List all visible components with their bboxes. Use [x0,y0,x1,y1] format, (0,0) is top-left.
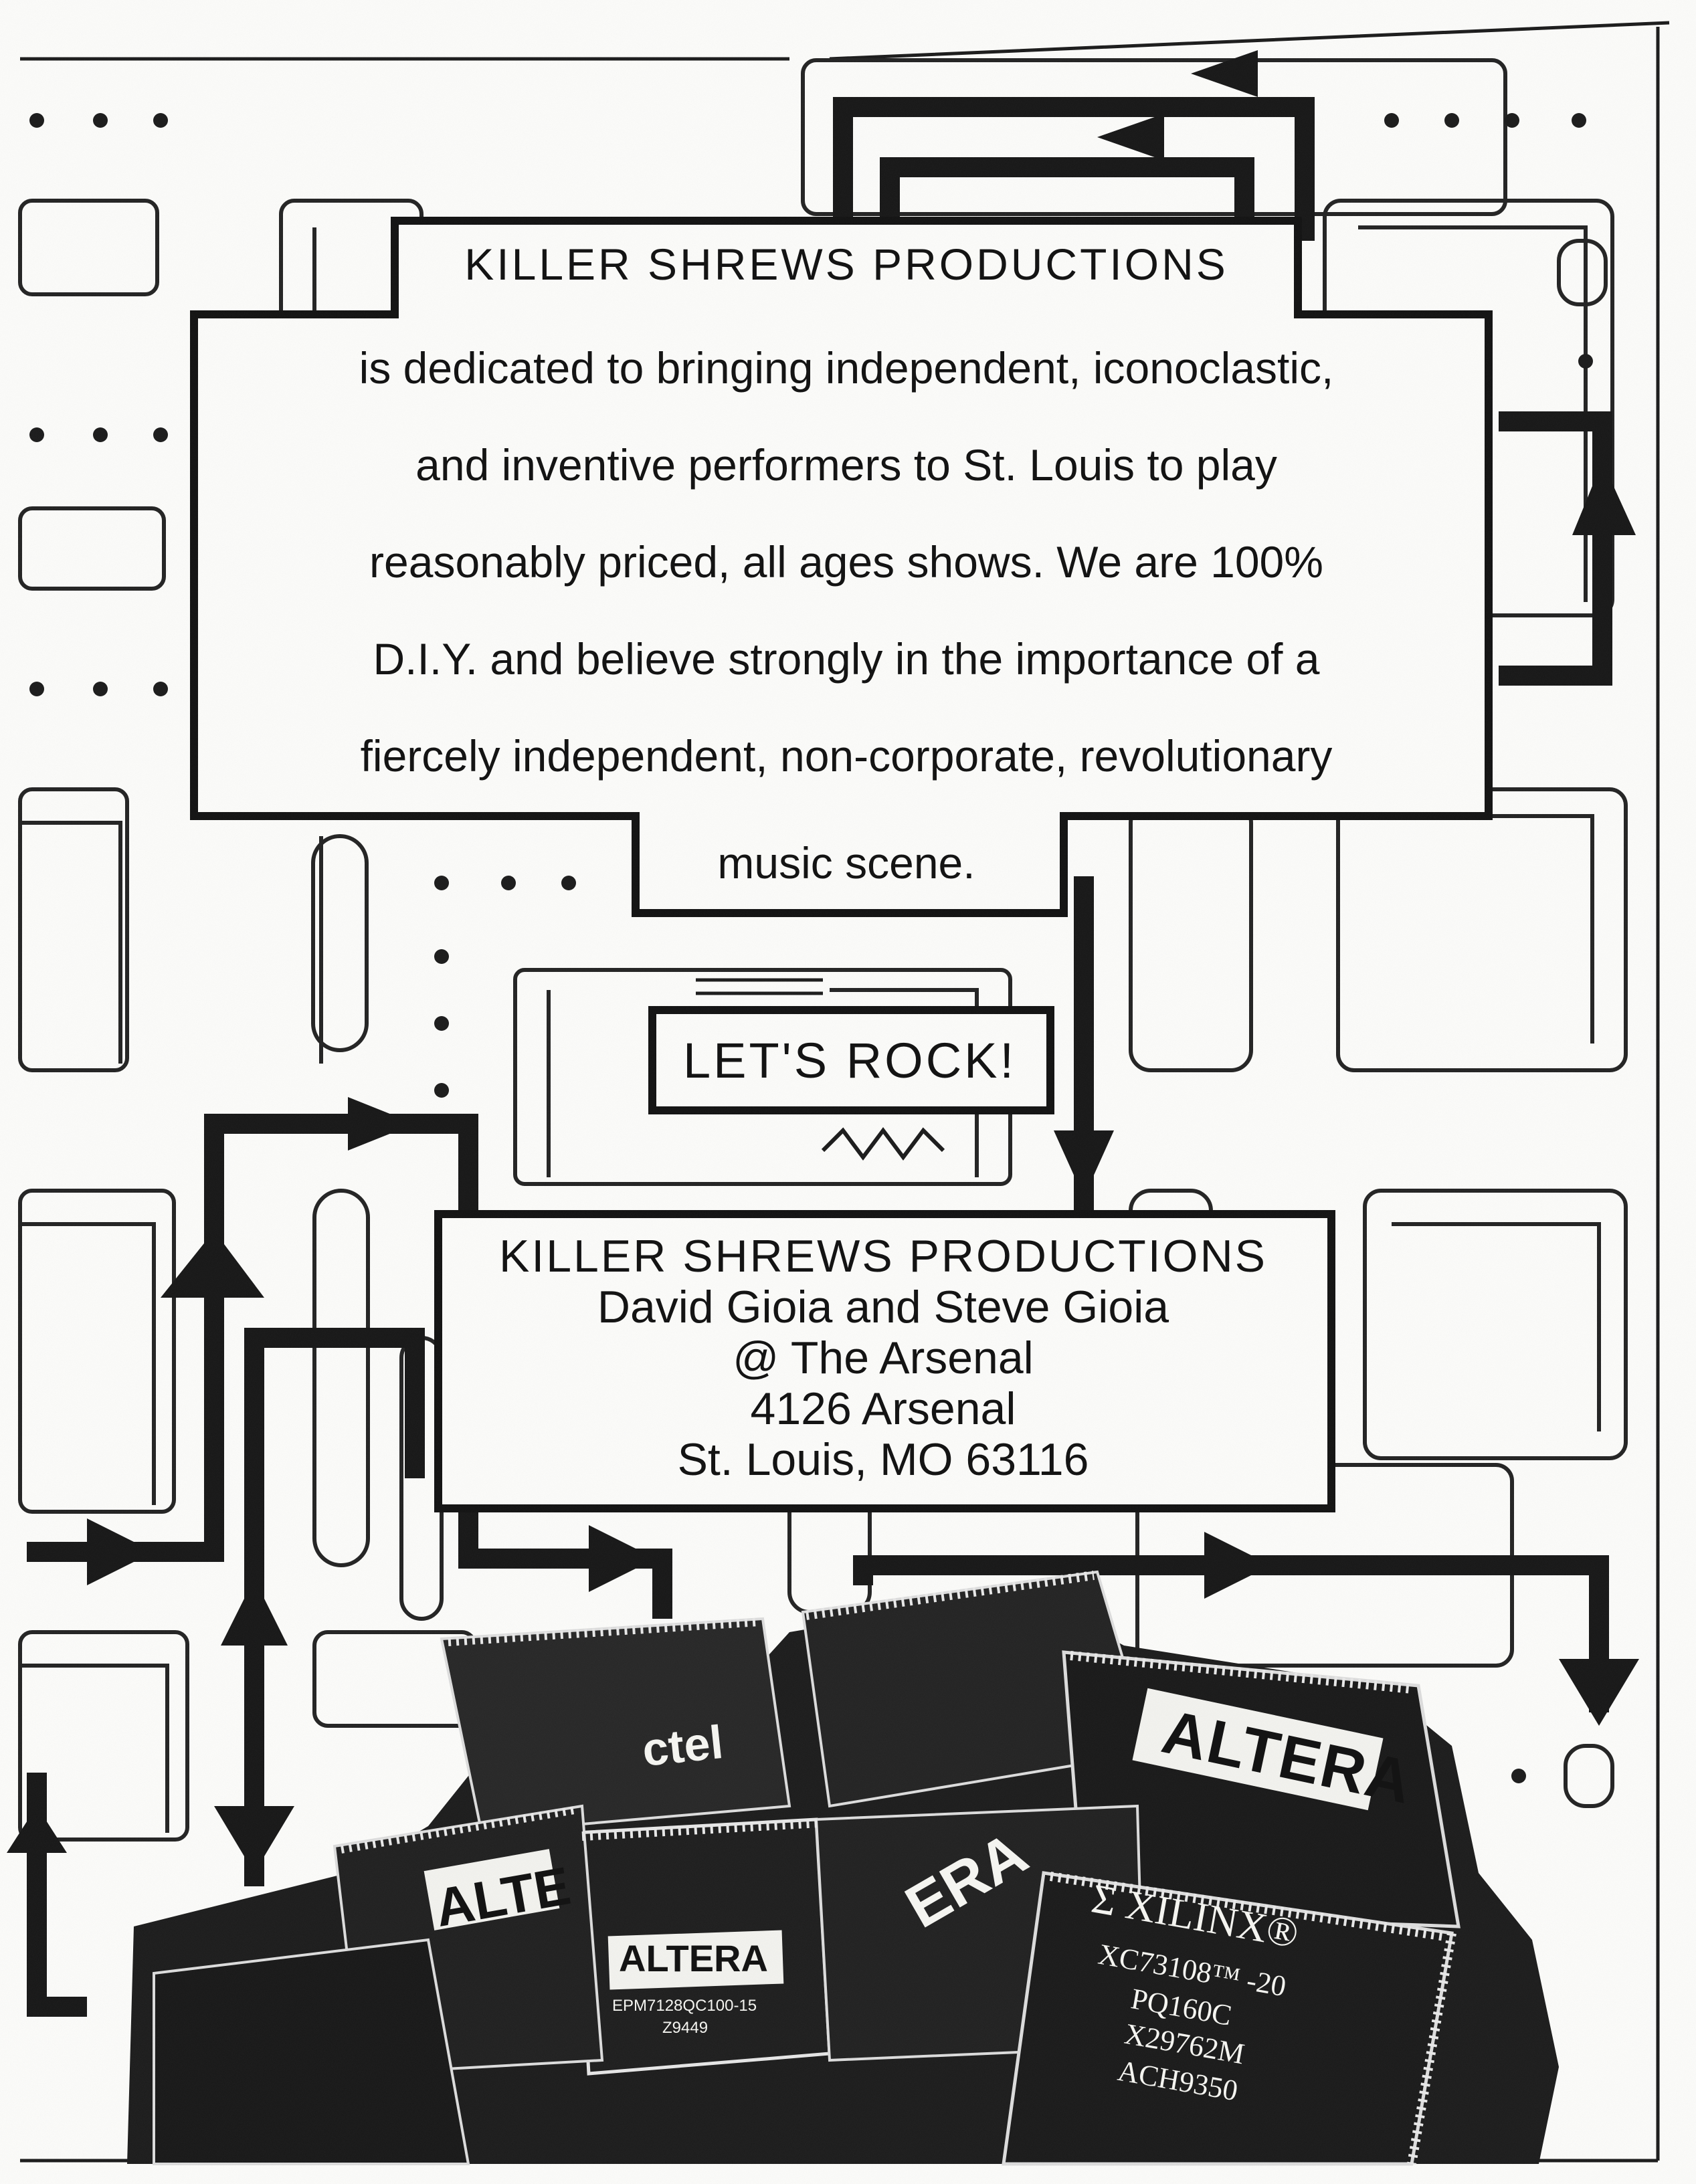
chip-actel-label: ctel [640,1715,726,1777]
mission-line-2: and inventive performers to St. Louis to… [415,440,1277,490]
mission-line-5: fiercely independent, non-corporate, rev… [360,731,1333,781]
mission-line-1: is dedicated to bringing independent, ic… [359,343,1334,393]
mission-line-3: reasonably priced, all ages shows. We ar… [369,537,1323,587]
contact-city: St. Louis, MO 63116 [677,1434,1089,1485]
mission-title: KILLER SHREWS PRODUCTIONS [464,239,1228,289]
chip-altera-part-number: EPM7128QC100-15 [612,1997,757,2015]
chip-altera-small-label: ALTERA [619,1937,768,1979]
chip-altera-code: Z9449 [662,2019,709,2037]
contact-venue: @ The Arsenal [733,1332,1034,1383]
contact-title: KILLER SHREWS PRODUCTIONS [498,1231,1268,1282]
contact-names: David Gioia and Steve Gioia [597,1282,1169,1332]
mission-line-6: music scene. [717,838,975,888]
contact-street: 4126 Arsenal [750,1383,1016,1434]
slogan-text: LET'S ROCK! [682,1032,1017,1088]
mission-line-4: D.I.Y. and believe strongly in the impor… [373,634,1320,684]
